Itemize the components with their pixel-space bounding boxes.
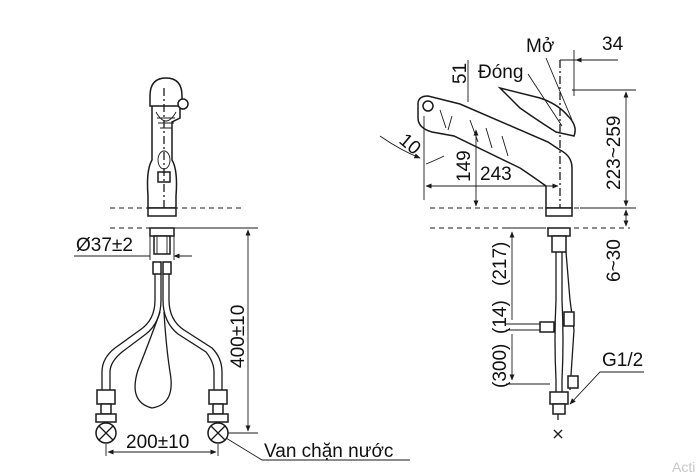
close-label: Đóng (478, 62, 523, 83)
front-hoses (101, 274, 223, 409)
offset-label: 34 (602, 34, 624, 55)
deck-label: 6~30 (604, 239, 625, 282)
thread-label: G1/2 (602, 350, 643, 371)
open-label: Mở (526, 36, 554, 57)
spacing-label: 200±10 (126, 432, 189, 453)
total-height-label: 223~259 (604, 116, 625, 191)
right-shutoff-valve (207, 389, 229, 444)
left-shutoff-valve (95, 389, 117, 444)
watermark-text: Acti (672, 459, 695, 475)
faucet-side-body (417, 60, 576, 253)
tilt-angle-label: 10 (395, 130, 425, 160)
diameter-label: Ø37±2 (76, 235, 133, 256)
hose-label-1: (217) (490, 242, 511, 286)
hose-label-3: (300) (490, 344, 511, 388)
side-hoses (539, 251, 579, 439)
faucet-front-body (146, 77, 189, 275)
reach-label: 243 (480, 164, 512, 185)
front-view: Ø37±2 400±10 200±10 Van chặn nước (74, 77, 410, 462)
spout-height-label: 149 (454, 150, 475, 182)
side-view: 34 Mở Đóng 51 10 149 243 223~259 6~30 (379, 34, 644, 439)
hose-label-2: (14) (490, 300, 511, 334)
valve-label: Van chặn nước (264, 441, 393, 462)
height-label: 400±10 (228, 305, 249, 368)
lever-angle-label: 51 (450, 63, 471, 84)
